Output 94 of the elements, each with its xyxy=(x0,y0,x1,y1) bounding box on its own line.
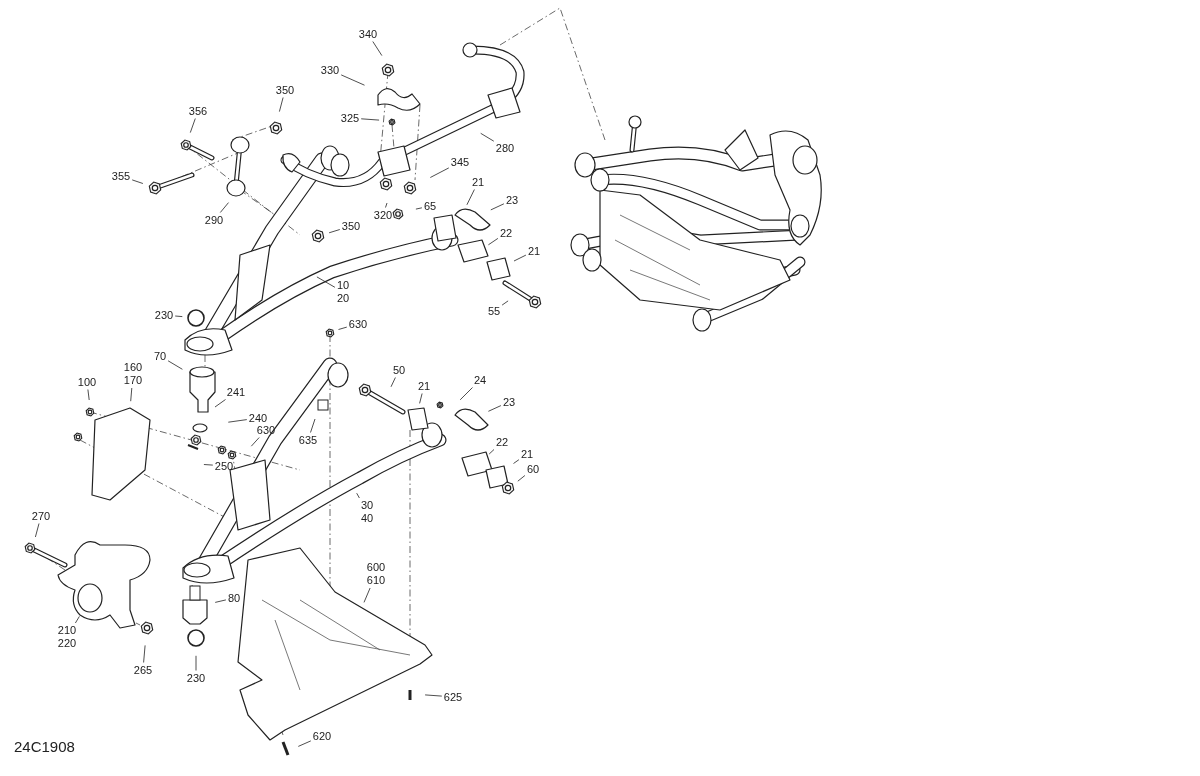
leader-line xyxy=(130,387,133,402)
callout-number: 170 xyxy=(123,374,143,387)
leader-line xyxy=(35,523,40,538)
leader-line xyxy=(501,300,509,306)
callout-number: 160 xyxy=(123,361,143,374)
leader-line xyxy=(490,203,505,211)
callout-number: 620 xyxy=(312,729,332,743)
callout-number: 630 xyxy=(256,423,276,437)
leader-line xyxy=(513,254,527,262)
callout-number: 356 xyxy=(188,104,208,118)
leader-line xyxy=(250,437,260,447)
callout-number: 21 xyxy=(417,379,431,393)
leader-line xyxy=(513,459,520,464)
callout-number: 65 xyxy=(423,199,437,213)
callout-number: 610 xyxy=(366,574,386,587)
callout-number: 330 xyxy=(320,63,340,77)
callout-number: 325 xyxy=(340,111,360,125)
callout-number: 635 xyxy=(298,433,318,447)
leader-line xyxy=(316,276,336,288)
callout-number: 40 xyxy=(360,512,374,525)
leader-line xyxy=(75,616,80,624)
callout-number: 241 xyxy=(226,385,246,399)
leader-line xyxy=(360,118,380,121)
callout-number: 250 xyxy=(214,459,234,473)
callout-number: 265 xyxy=(133,663,153,677)
callout-number: 23 xyxy=(502,395,516,409)
callout-number: 350 xyxy=(275,83,295,97)
leader-line xyxy=(356,492,360,499)
leader-line xyxy=(488,405,502,412)
callout-number: 600 xyxy=(366,561,386,574)
callout-number: 270 xyxy=(31,509,51,523)
callout-number: 230 xyxy=(154,308,174,322)
callout-number: 220 xyxy=(57,637,77,650)
leader-line xyxy=(167,360,183,370)
leader-line xyxy=(385,202,388,208)
callout-number: 22 xyxy=(495,435,509,449)
callout-number: 80 xyxy=(227,591,241,605)
leader-line xyxy=(338,326,348,330)
leader-line xyxy=(488,449,495,455)
leader-line xyxy=(143,645,146,663)
leader-line xyxy=(488,238,499,246)
leader-line xyxy=(189,118,196,133)
callout-number: 280 xyxy=(495,141,515,155)
callout-number: 60 xyxy=(526,462,540,476)
leader-line xyxy=(328,229,341,234)
callout-number: 230 xyxy=(186,671,206,685)
leader-line xyxy=(203,464,214,466)
callout-number: 23 xyxy=(505,193,519,207)
callout-number: 24 xyxy=(473,373,487,387)
callout-number: 30 xyxy=(360,499,374,512)
leader-line xyxy=(415,207,423,210)
leader-line xyxy=(279,97,284,112)
callout-number: 21 xyxy=(471,175,485,189)
leader-line xyxy=(219,202,229,213)
leader-line xyxy=(131,179,144,184)
leader-line xyxy=(214,599,227,603)
callout-number: 21 xyxy=(520,447,534,461)
leader-line xyxy=(429,167,450,178)
leader-line xyxy=(390,377,396,388)
callout-number: 290 xyxy=(204,213,224,227)
callout-number: 345 xyxy=(450,155,470,169)
callout-number: 320 xyxy=(373,208,393,222)
callout-number: 630 xyxy=(348,317,368,331)
leader-line xyxy=(214,399,226,408)
leader-line xyxy=(174,315,183,317)
leader-line xyxy=(419,393,423,404)
leader-line xyxy=(227,419,248,423)
leader-line xyxy=(517,475,526,482)
leader-line xyxy=(87,389,90,401)
leader-line xyxy=(480,132,495,142)
leader-line xyxy=(466,189,475,206)
callout-number: 240 xyxy=(248,411,268,425)
callout-number: 10 xyxy=(336,279,350,292)
leader-line xyxy=(310,418,316,433)
leader-line xyxy=(297,740,312,747)
leader-line xyxy=(340,74,365,86)
callout-number: 70 xyxy=(153,349,167,363)
callout-number: 625 xyxy=(443,690,463,704)
callout-number: 55 xyxy=(487,304,501,318)
drawing-number: 24C1908 xyxy=(14,738,75,755)
callout-number: 50 xyxy=(392,363,406,377)
callout-number: 21 xyxy=(527,244,541,258)
callout-number: 210 xyxy=(57,624,77,637)
callout-number: 22 xyxy=(499,226,513,240)
leader-line xyxy=(195,655,197,671)
leader-line xyxy=(459,387,473,401)
callout-number: 20 xyxy=(336,292,350,305)
leader-line xyxy=(363,587,371,603)
callout-number: 340 xyxy=(358,27,378,41)
callout-number: 355 xyxy=(111,169,131,183)
leader-line xyxy=(424,694,443,697)
callout-number: 100 xyxy=(77,375,97,389)
leader-line xyxy=(372,41,383,56)
callout-number: 350 xyxy=(341,219,361,233)
